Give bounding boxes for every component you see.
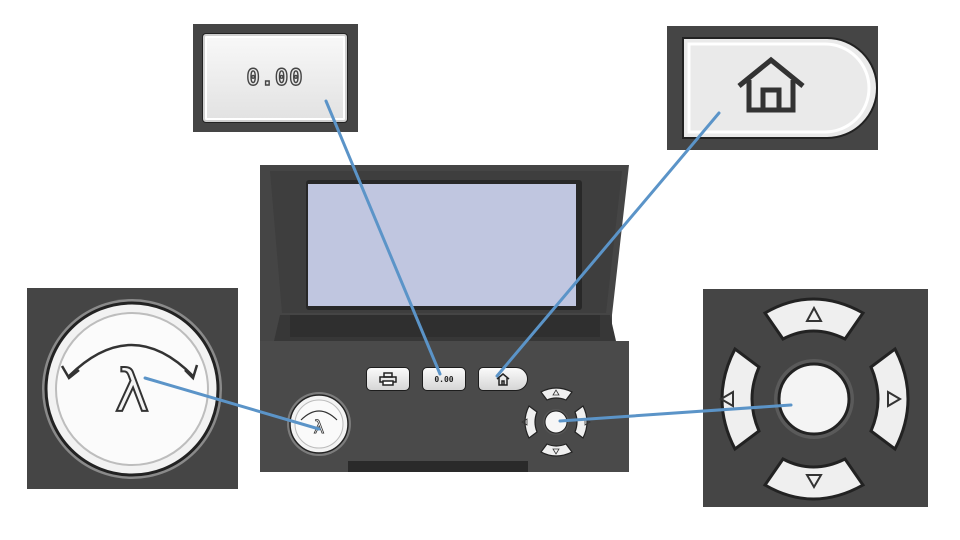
zero-key-leader — [326, 101, 440, 374]
dpad-leader — [560, 405, 791, 421]
home-key-leader — [497, 113, 719, 376]
lambda-dial-leader — [145, 378, 319, 429]
